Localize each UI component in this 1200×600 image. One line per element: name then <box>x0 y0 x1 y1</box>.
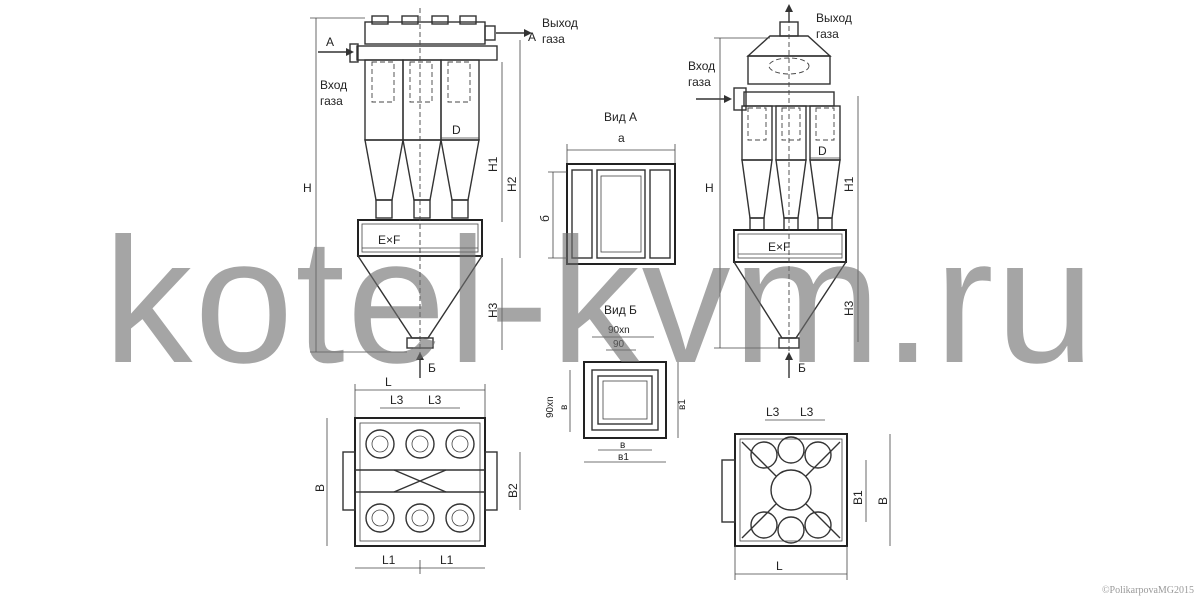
dim-l1: L1 <box>382 553 396 567</box>
dim-h2: H2 <box>505 176 519 192</box>
outlet-flange <box>459 15 477 25</box>
dim-h1: H1 <box>842 176 856 192</box>
gas-out-label: Выход <box>816 11 852 25</box>
dim-l3: L3 <box>800 405 814 419</box>
cyclone-right <box>809 105 841 231</box>
outlet-flange <box>401 15 419 25</box>
dim-l: L <box>385 375 392 389</box>
dim-h: H <box>303 181 312 195</box>
dim-90xn-side: 90xn <box>545 396 556 418</box>
dim-h: H <box>705 181 714 195</box>
inlet-side <box>342 451 356 511</box>
outlet-manifold <box>364 21 486 45</box>
right-elevation: Выход газа Вход газа H H1 H3 D E×F Б <box>688 4 859 378</box>
dim-h3: H3 <box>486 302 500 318</box>
gas-in-label: Вход <box>688 59 715 73</box>
dim-v-side: в <box>559 405 570 410</box>
view-b: Вид Б 90xn 90 90xn в в1 в в1 <box>545 303 688 463</box>
marker-b: Б <box>428 361 436 375</box>
dim-h1: H1 <box>486 156 500 172</box>
view-a-title: Вид А <box>604 110 637 124</box>
dim-d: D <box>818 144 827 158</box>
dim-v1-bottom: в1 <box>618 452 629 463</box>
plan-right: L3 L3 B1 B L <box>721 405 891 580</box>
gas-out-label: Выход <box>542 16 578 30</box>
inlet-flange <box>733 87 747 111</box>
dim-l3: L3 <box>428 393 442 407</box>
dim-l: L <box>776 559 783 573</box>
view-a: Вид А a б <box>538 110 676 265</box>
outlet-flange <box>371 15 389 25</box>
left-elevation: Выход газа A A Вход газа H H1 H2 H3 D E×… <box>303 8 578 378</box>
dim-90: 90 <box>613 339 625 350</box>
inlet-side <box>721 459 736 523</box>
hopper <box>732 261 848 339</box>
cyclone-right <box>440 59 480 219</box>
dim-l3: L3 <box>766 405 780 419</box>
dim-v1-side: в1 <box>677 399 688 410</box>
gas-out-label: газа <box>816 27 839 41</box>
dim-exf: E×F <box>378 233 400 247</box>
outlet-nozzle <box>484 25 496 41</box>
plan-left: L L3 L3 B B2 L1 L1 <box>313 375 521 574</box>
view-b-title: Вид Б <box>604 303 637 317</box>
dim-90xn-top: 90xn <box>608 325 630 336</box>
copyright-text: ©PolikarpovaMG2015 <box>1101 585 1194 596</box>
dim-h3: H3 <box>842 300 856 316</box>
dim-d: D <box>452 123 461 137</box>
dim-l3: L3 <box>390 393 404 407</box>
gas-out-label: газа <box>542 32 565 46</box>
dim-b-small: б <box>538 215 552 222</box>
dim-exf: E×F <box>768 240 790 254</box>
dim-b: B <box>876 497 890 505</box>
cyclone-left <box>741 105 773 231</box>
cyclone-left <box>364 59 404 219</box>
outlet-flange <box>431 15 449 25</box>
cyclone-middle <box>402 59 442 219</box>
marker-b: Б <box>798 361 806 375</box>
dim-b1: B1 <box>851 490 865 505</box>
dim-a: a <box>618 131 625 145</box>
dim-b2: B2 <box>506 483 520 498</box>
marker-a: A <box>528 30 536 44</box>
inlet-manifold <box>356 45 498 61</box>
gas-in-label: газа <box>320 94 343 108</box>
gas-in-label: Вход <box>320 78 347 92</box>
plan-frame <box>354 417 486 547</box>
gas-in-label: газа <box>688 75 711 89</box>
dim-l1: L1 <box>440 553 454 567</box>
cyclone-middle <box>775 105 807 231</box>
dim-v-bottom: в <box>620 440 625 451</box>
marker-a: A <box>326 35 334 49</box>
outlet-side <box>484 451 498 511</box>
dim-b: B <box>313 484 327 492</box>
